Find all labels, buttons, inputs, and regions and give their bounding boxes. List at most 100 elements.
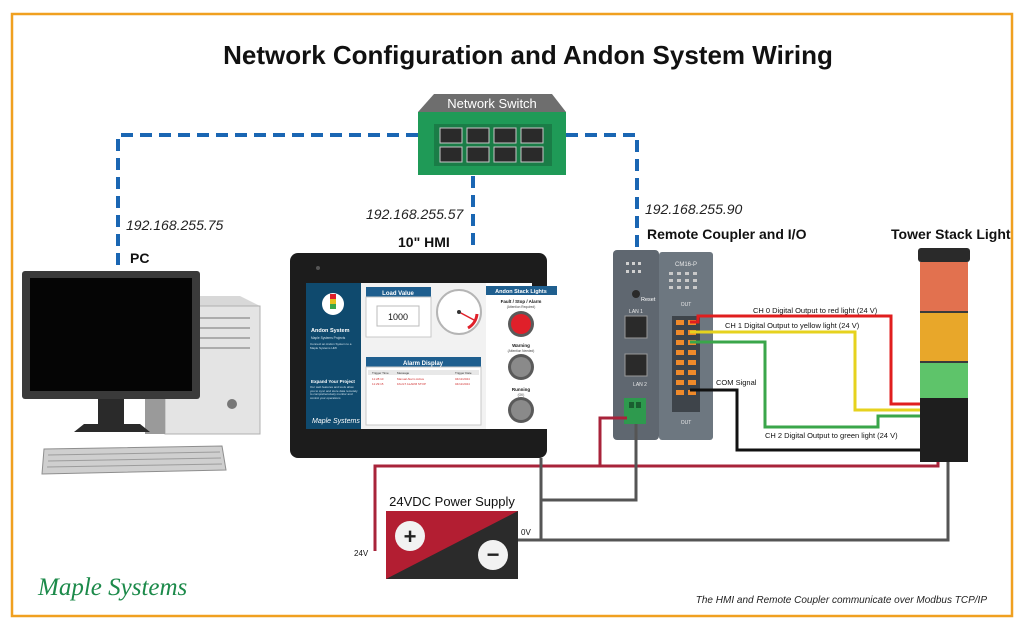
footer-note: The HMI and Remote Coupler communicate o… — [696, 595, 988, 606]
tower-yellow-segment — [920, 312, 968, 362]
power-24v-label: 24V — [354, 549, 369, 558]
logo-yellow — [330, 299, 336, 304]
tower-green-segment — [920, 362, 968, 398]
wire-ch1-label: CH 1 Digital Output to yellow light (24 … — [725, 321, 860, 330]
pc-power-button-icon — [227, 399, 237, 409]
hmi-load-field — [376, 305, 420, 327]
tower-stack-light — [918, 248, 970, 462]
hmi-light-sub: (Attention Required) — [507, 305, 536, 309]
pc-monitor-base — [74, 424, 150, 432]
hmi-ip: 192.168.255.57 — [366, 206, 465, 222]
hmi-light-sub: (Attention Needed) — [508, 349, 535, 353]
wire-ch2-green — [690, 340, 920, 429]
hmi-light-warning-button[interactable] — [511, 357, 531, 377]
switch-label: Network Switch — [447, 96, 537, 111]
hmi-desc: Connect an Andon System to a Maple Syste… — [310, 343, 352, 350]
hmi-alarm-row-time: 11:28:10 — [372, 377, 384, 381]
hmi-stack-header-bg — [486, 286, 557, 295]
logo-red — [330, 294, 336, 299]
hmi-alarm-title: Alarm Display — [403, 361, 444, 367]
remote-coupler: CM16-P OUT OUT Reset LAN 1 LAN 2 — [613, 250, 713, 440]
hmi-alarm-col-message: Message — [397, 371, 410, 375]
coupler-reset-button[interactable] — [632, 290, 640, 298]
tower-red-segment — [920, 262, 968, 312]
hmi-expand-title: Expand Your Project — [311, 379, 355, 384]
pc-monitor-screen — [30, 278, 192, 391]
wire-ch0-label: CH 0 Digital Output to red light (24 V) — [753, 306, 878, 315]
hmi-alarm-row-time: 11:29:15 — [372, 382, 384, 386]
hmi-gauge-needle — [458, 311, 475, 321]
hmi-device: Andon System Maple Systems Projects Conn… — [290, 253, 557, 458]
hmi-load-title: Load Value — [382, 291, 414, 297]
hmi-label: 10" HMI — [398, 234, 450, 250]
coupler-reset-label: Reset — [641, 297, 656, 303]
coupler-lan2-port[interactable] — [624, 353, 648, 377]
hmi-brand-logo: Maple Systems — [312, 418, 360, 425]
tower-label: Tower Stack Light — [891, 226, 1011, 242]
io-out-label-bottom: OUT — [681, 420, 692, 426]
hmi-alarm-col-time: Trigger Time — [372, 371, 389, 375]
hmi-alarm-row-date: 04/11/2024 — [455, 382, 470, 386]
hmi-camera — [316, 266, 320, 270]
hmi-alarm-col-header — [368, 370, 479, 375]
wire-24v-coupler — [598, 416, 627, 466]
coupler-power-terminal — [624, 398, 646, 424]
pc-keyboard-keys — [46, 451, 223, 468]
hmi-light-label: Running — [512, 387, 530, 392]
wire-com — [690, 388, 920, 452]
hmi-stack-title: Andon Stack Lights — [495, 289, 547, 295]
wire-0v-coupler — [541, 424, 638, 502]
pc-network-link — [116, 133, 418, 265]
hmi-light-running-button[interactable] — [511, 400, 531, 420]
coupler-lan1-label: LAN 1 — [629, 309, 643, 315]
network-switch: Network Switch — [418, 94, 566, 175]
switch-top — [418, 94, 566, 112]
pc-ip: 192.168.255.75 — [126, 217, 224, 233]
diagram-title: Network Configuration and Andon System W… — [223, 40, 833, 70]
io-led-grid — [669, 272, 697, 289]
tower-base — [920, 398, 968, 462]
hmi-load-value: 1000 — [388, 312, 408, 322]
coupler-body — [613, 250, 659, 440]
coupler-lan1-port[interactable] — [624, 315, 648, 339]
plus-icon: + — [404, 524, 417, 549]
power-negative-terminal — [478, 540, 508, 570]
power-wires — [373, 416, 950, 551]
hmi-expand-box: Our web features and tools allow you to … — [310, 386, 358, 400]
hmi-load-header — [366, 287, 431, 297]
wire-ch2-label: CH 2 Digital Output to green light (24 V… — [765, 431, 898, 440]
coupler-power-screw — [629, 402, 634, 408]
wire-com-label: COM Signal — [716, 378, 757, 387]
hmi-brand-sub: Maple Systems Projects — [311, 336, 346, 340]
hmi-alarm-header — [366, 357, 481, 367]
io-module-id: CM16-P — [675, 262, 697, 268]
minus-icon: − — [487, 542, 500, 567]
maple-systems-logo: Maple Systems — [37, 574, 187, 601]
hmi-light-label: Warning — [512, 343, 530, 348]
coupler-leds — [626, 262, 641, 273]
coupler-lan2-label: LAN 2 — [633, 382, 647, 388]
hmi-expand-text: Our web features and tools allow you to … — [310, 386, 358, 400]
coupler-label: Remote Coupler and I/O — [647, 226, 807, 242]
hmi-gauge-red-zone — [467, 313, 479, 330]
logo-green — [330, 304, 336, 309]
hmi-light-fault-button[interactable] — [511, 314, 531, 334]
pc-monitor-neck — [98, 399, 124, 425]
hmi-alarm-row-date: 04/11/2024 — [455, 377, 470, 381]
hmi-brand-title: Andon System — [311, 328, 350, 334]
coupler-ip: 192.168.255.90 — [645, 201, 743, 217]
wire-ch0-red — [690, 314, 920, 406]
hmi-gauge-hub — [457, 310, 461, 314]
power-supply: 24VDC Power Supply + − 24V 0V — [354, 494, 531, 579]
hmi-light-label: Fault / Stop / Alarm — [501, 299, 542, 304]
signal-wires — [690, 314, 920, 452]
coupler-power-screw — [636, 402, 641, 408]
hmi-light-sub: (OK) — [518, 393, 525, 397]
hmi-desc-box: Connect an Andon System to a Maple Syste… — [310, 343, 352, 350]
pc-label: PC — [130, 250, 149, 266]
wire-0v — [518, 462, 950, 542]
hmi-alarm-row-message: Manual Alarm Active — [397, 377, 425, 381]
power-positive-terminal — [395, 521, 425, 551]
